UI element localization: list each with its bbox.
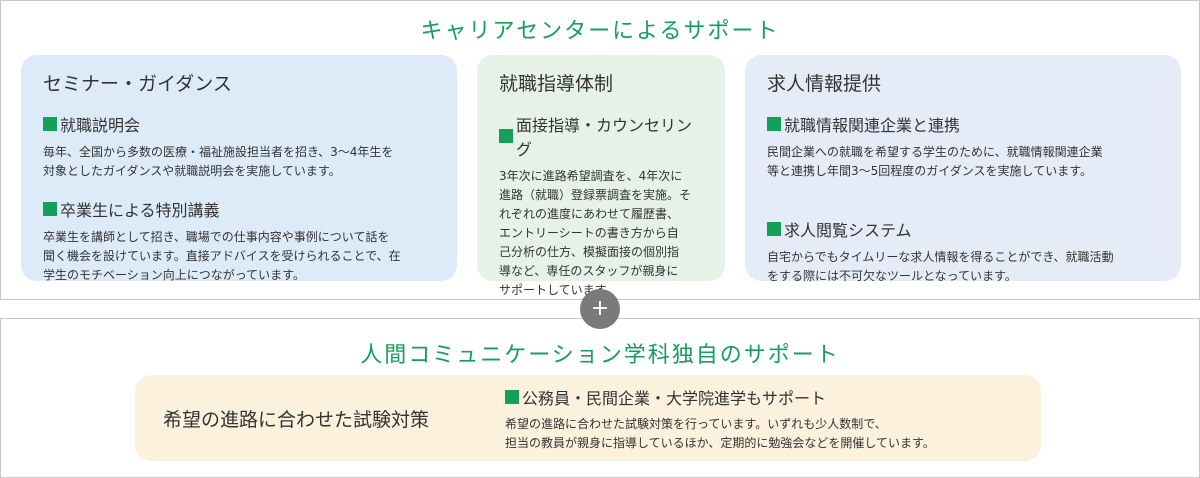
- job-fair-item: 就職説明会 毎年、全国から多数の医療・福祉施設担当者を招き、3～4年生を 対象と…: [43, 112, 435, 181]
- company-partnership-item: 就職情報関連企業と連携 民間企業への就職を希望する学生のために、就職情報関連企業…: [767, 112, 1159, 181]
- job-browse-system-head: 求人閲覧システム: [784, 221, 912, 240]
- seminar-guidance-card: セミナー・ガイダンス 就職説明会 毎年、全国から多数の医療・福祉施設担当者を招き…: [21, 55, 457, 282]
- green-square-icon: [767, 222, 781, 236]
- interview-counseling-head: 面接指導・カウンセリング: [516, 116, 693, 159]
- department-support-section: 人間コミュニケーション学科独自のサポート 希望の進路に合わせた試験対策 公務員・…: [0, 318, 1200, 478]
- green-square-icon: [767, 117, 781, 131]
- alumni-lecture-head: 卒業生による特別講義: [60, 201, 220, 220]
- job-info-title: 求人情報提供: [767, 73, 882, 95]
- career-center-section: キャリアセンターによるサポート セミナー・ガイダンス 就職説明会 毎年、全国から…: [0, 0, 1200, 300]
- career-guidance-title: 就職指導体制: [499, 73, 614, 95]
- plus-icon: +: [580, 289, 620, 329]
- career-center-title: キャリアセンターによるサポート: [420, 19, 780, 44]
- exam-prep-head: 公務員・民間企業・大学院進学もサポート: [522, 389, 827, 408]
- green-square-icon: [43, 117, 57, 131]
- job-fair-body: 毎年、全国から多数の医療・福祉施設担当者を招き、3～4年生を 対象としたガイダン…: [43, 145, 394, 178]
- exam-prep-detail: 公務員・民間企業・大学院進学もサポート 希望の進路に合わせた試験対策を行っていま…: [505, 385, 1025, 453]
- green-square-icon: [43, 202, 57, 216]
- department-support-title: 人間コミュニケーション学科独自のサポート: [360, 343, 840, 368]
- job-info-card: 求人情報提供 就職情報関連企業と連携 民間企業への就職を希望する学生のために、就…: [745, 55, 1181, 283]
- exam-prep-card: 希望の進路に合わせた試験対策 公務員・民間企業・大学院進学もサポート 希望の進路…: [135, 375, 1041, 461]
- interview-counseling-item: 面接指導・カウンセリング 3年次に進路希望調査を、4年次に 進路（就職）登録票調…: [499, 112, 703, 300]
- green-square-icon: [505, 390, 519, 404]
- exam-prep-body: 希望の進路に合わせた試験対策を行っています。いずれも少人数制で、 担当の教員が親…: [505, 417, 935, 450]
- career-guidance-card: 就職指導体制 面接指導・カウンセリング 3年次に進路希望調査を、4年次に 進路（…: [477, 55, 725, 297]
- alumni-lecture-body: 卒業生を講師として招き、職場での仕事内容や事例について話を 聞く機会を設けていま…: [43, 230, 401, 282]
- seminar-guidance-title: セミナー・ガイダンス: [43, 73, 232, 95]
- company-partnership-body: 民間企業への就職を希望する学生のために、就職情報関連企業 等と連携し年間3～5回…: [767, 145, 1103, 178]
- company-partnership-head: 就職情報関連企業と連携: [784, 116, 961, 135]
- job-fair-head: 就職説明会: [60, 116, 141, 135]
- alumni-lecture-item: 卒業生による特別講義 卒業生を講師として招き、職場での仕事内容や事例について話を…: [43, 197, 435, 285]
- green-square-icon: [499, 129, 513, 143]
- exam-prep-title: 希望の進路に合わせた試験対策: [163, 409, 430, 431]
- interview-counseling-body: 3年次に進路希望調査を、4年次に 進路（就職）登録票調査を実施。そ れぞれの進度…: [499, 169, 692, 297]
- job-browse-system-item: 求人閲覧システム 自宅からでもタイムリーな求人情報を得ることができ、就職活動 を…: [767, 217, 1159, 286]
- job-browse-system-body: 自宅からでもタイムリーな求人情報を得ることができ、就職活動 をする際には不可欠な…: [767, 250, 1114, 283]
